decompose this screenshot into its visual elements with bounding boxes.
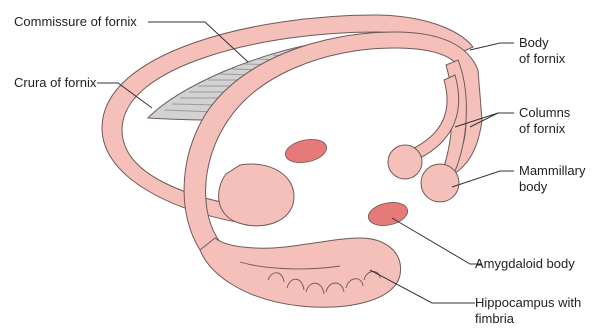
label-hippocampus-line1: Hippocampus with xyxy=(475,295,581,310)
leader-mammillary xyxy=(452,171,514,187)
mammillary-body-right xyxy=(421,164,459,202)
label-amygdaloid: Amygdaloid body xyxy=(475,256,575,271)
label-commissure: Commissure of fornix xyxy=(14,14,137,29)
hippocampus xyxy=(200,238,401,307)
amygdaloid-left xyxy=(283,136,329,166)
label-columns-line1: Columns xyxy=(519,105,571,120)
label-crura: Crura of fornix xyxy=(14,75,97,90)
label-hippocampus-line2: fimbria xyxy=(475,311,515,326)
label-mammillary-line2: body xyxy=(519,179,548,194)
leader-body xyxy=(470,43,514,50)
leader-amygdaloid xyxy=(392,218,482,264)
label-body-line1: Body xyxy=(519,35,549,50)
label-body-line2: of fornix xyxy=(519,51,566,66)
label-columns-line2: of fornix xyxy=(519,121,566,136)
label-mammillary-line1: Mammillary xyxy=(519,163,586,178)
mammillary-body-left xyxy=(388,145,422,179)
crus-swelling xyxy=(219,164,294,226)
